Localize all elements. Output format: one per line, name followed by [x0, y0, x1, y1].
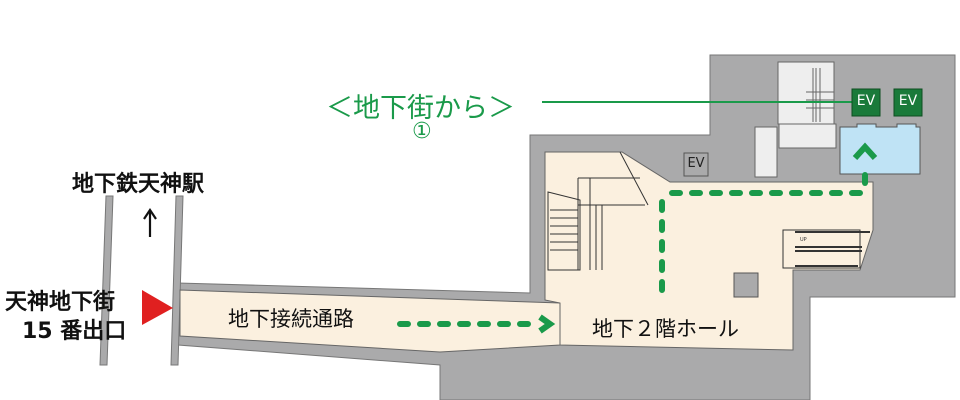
connecting-passage-label: 地下接続通路 [228, 307, 354, 331]
exit-marker-icon [142, 290, 173, 325]
b2-hall-label: 地下２階ホール [592, 317, 739, 341]
staircase-upper [754, 61, 837, 178]
elevator-label: EV [898, 93, 918, 109]
route-arrow-right-icon [538, 314, 556, 334]
elevator-icon [893, 88, 923, 117]
elevator-hall [839, 123, 921, 175]
pillar [733, 272, 759, 298]
elevator-label: EV [687, 156, 705, 171]
elevator-icon [851, 88, 881, 117]
staircase-left [547, 151, 649, 271]
exit-number-label: 15 番出口 [22, 319, 127, 344]
escalator [782, 229, 870, 269]
elevator-icon [683, 152, 709, 177]
route-number-label: ① [412, 119, 432, 144]
exit-name-label: 天神地下街 [5, 290, 116, 315]
route-arrow-up-icon [852, 142, 878, 161]
subway-wall-left [99, 195, 114, 366]
subway-station-label: 地下鉄天神駅 [72, 172, 205, 197]
route-path [397, 167, 868, 327]
subway-wall-right [170, 195, 184, 366]
escalator-up-mark: UP [800, 237, 807, 243]
b2-hall-floor [544, 151, 874, 351]
from-underground-mall-label: ＜地下街から＞ [326, 93, 515, 124]
elevator-label: EV [856, 93, 876, 109]
passage-floor [179, 289, 561, 353]
arrow-up-icon [143, 208, 157, 237]
